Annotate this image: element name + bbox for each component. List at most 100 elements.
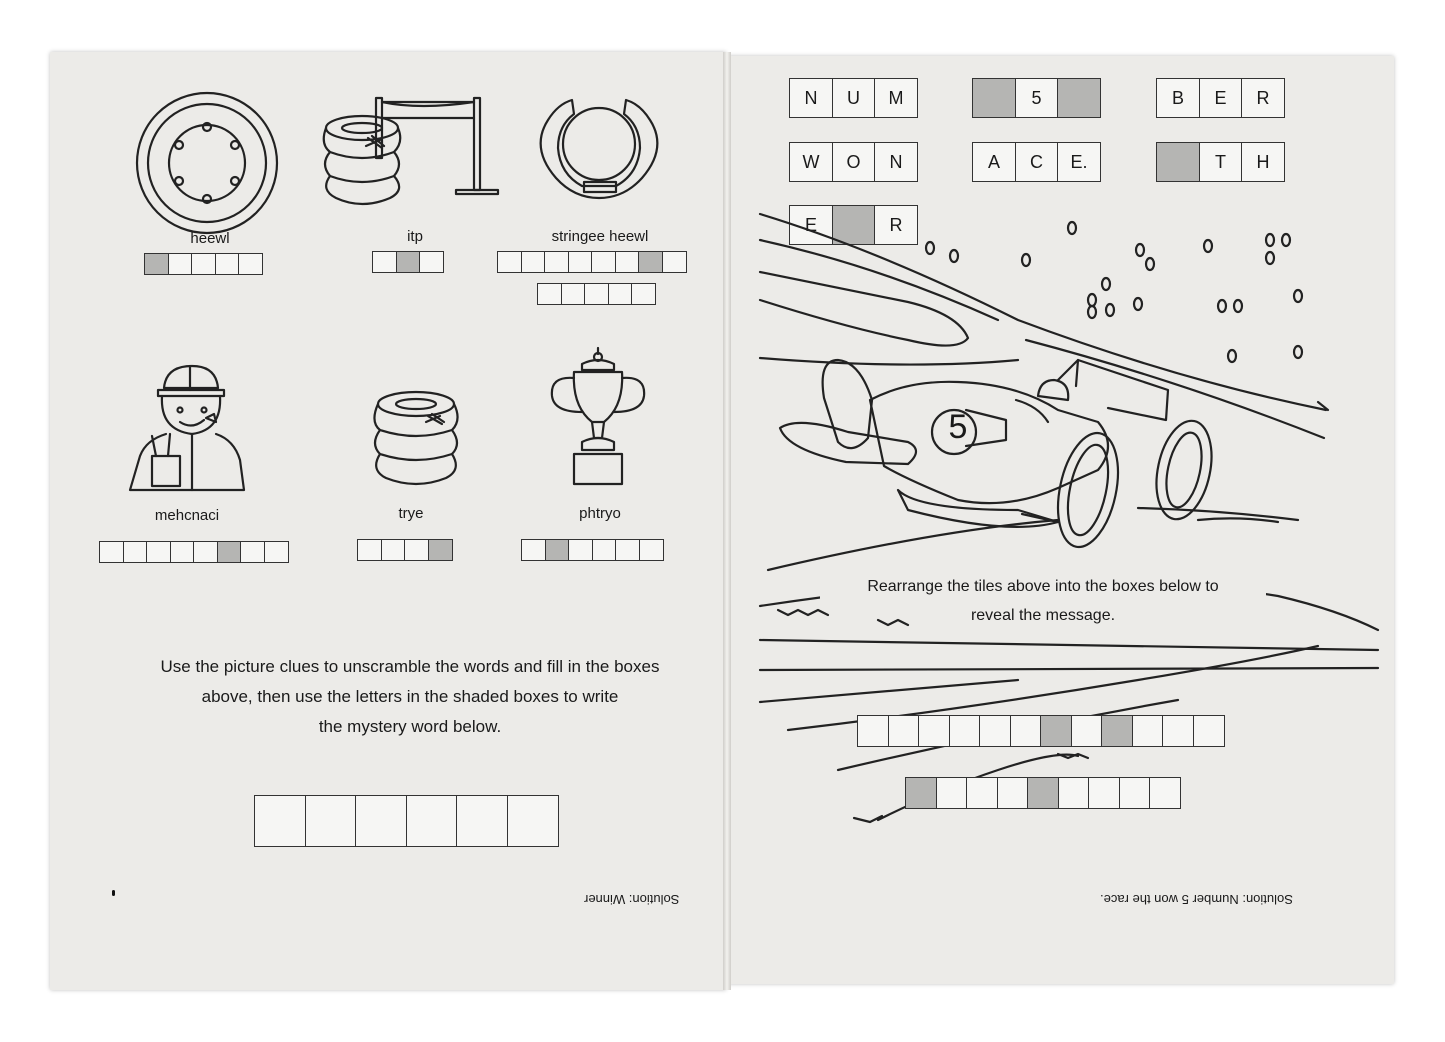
- answer-box[interactable]: [144, 253, 169, 275]
- answer-box[interactable]: [216, 541, 242, 563]
- answer-box[interactable]: [380, 539, 406, 561]
- answer-box[interactable]: [99, 541, 124, 563]
- answer-box[interactable]: [193, 541, 218, 563]
- mystery-word-boxes[interactable]: [254, 795, 559, 847]
- answer-box[interactable]: [1192, 715, 1225, 747]
- answer-box[interactable]: [948, 715, 981, 747]
- answer-box[interactable]: [405, 795, 458, 847]
- answer-box[interactable]: [521, 539, 546, 561]
- message-boxes-row-1[interactable]: [857, 715, 1225, 747]
- answer-boxes-5[interactable]: [357, 539, 453, 561]
- answer-box[interactable]: [191, 253, 216, 275]
- answer-box[interactable]: [167, 253, 193, 275]
- answer-box[interactable]: [506, 795, 559, 847]
- letter-tile-2[interactable]: 5: [972, 78, 1101, 118]
- book-spine: [723, 52, 731, 990]
- answer-box[interactable]: [238, 253, 263, 275]
- tile-cell: O: [831, 142, 876, 182]
- answer-box[interactable]: [263, 541, 289, 563]
- answer-box[interactable]: [122, 541, 148, 563]
- answer-box[interactable]: [214, 253, 240, 275]
- answer-box[interactable]: [979, 715, 1011, 747]
- answer-box[interactable]: [372, 251, 397, 273]
- answer-box[interactable]: [615, 539, 640, 561]
- answer-box[interactable]: [1070, 715, 1103, 747]
- answer-box[interactable]: [1149, 777, 1181, 809]
- answer-box[interactable]: [584, 283, 609, 305]
- answer-box[interactable]: [254, 795, 306, 847]
- answer-box[interactable]: [395, 251, 421, 273]
- answer-box[interactable]: [404, 539, 429, 561]
- answer-box[interactable]: [355, 795, 407, 847]
- answer-box[interactable]: [905, 777, 937, 809]
- answer-box[interactable]: [568, 539, 593, 561]
- answer-box[interactable]: [240, 541, 265, 563]
- ink-mark: [112, 890, 115, 896]
- answer-box[interactable]: [1118, 777, 1151, 809]
- clue-label-4: mehcnaci: [154, 507, 220, 524]
- answer-box[interactable]: [1101, 715, 1133, 747]
- answer-box[interactable]: [966, 777, 998, 809]
- answer-box[interactable]: [614, 251, 640, 273]
- answer-box[interactable]: [638, 539, 664, 561]
- right-solution-text: Solution: Number 5 won the race.: [1100, 892, 1293, 907]
- wheel-icon: [135, 91, 279, 235]
- tile-cell: [972, 78, 1016, 118]
- answer-box[interactable]: [591, 251, 616, 273]
- answer-box[interactable]: [419, 251, 444, 273]
- answer-box[interactable]: [537, 283, 562, 305]
- answer-box[interactable]: [638, 251, 663, 273]
- answer-box[interactable]: [607, 283, 633, 305]
- answer-box[interactable]: [497, 251, 522, 273]
- answer-box[interactable]: [560, 283, 586, 305]
- answer-box[interactable]: [935, 777, 968, 809]
- left-instructions-line-2: above, then use the letters in the shade…: [201, 687, 619, 706]
- tile-cell: U: [831, 78, 876, 118]
- answer-box[interactable]: [1162, 715, 1194, 747]
- answer-box[interactable]: [146, 541, 171, 563]
- answer-box[interactable]: [1027, 777, 1059, 809]
- message-boxes-row-2[interactable]: [905, 777, 1181, 809]
- crowd-dots: [924, 220, 1304, 364]
- answer-box[interactable]: [169, 541, 195, 563]
- answer-box[interactable]: [1009, 715, 1042, 747]
- answer-box[interactable]: [918, 715, 950, 747]
- answer-box[interactable]: [1040, 715, 1072, 747]
- tile-cell: E.: [1057, 142, 1101, 182]
- tile-cell: A: [972, 142, 1016, 182]
- left-instructions-line-1: Use the picture clues to unscramble the …: [160, 657, 660, 676]
- answer-box[interactable]: [1131, 715, 1164, 747]
- answer-box[interactable]: [661, 251, 687, 273]
- answer-boxes-4[interactable]: [99, 541, 289, 563]
- answer-box[interactable]: [1057, 777, 1090, 809]
- answer-boxes-3b[interactable]: [537, 283, 656, 305]
- answer-box[interactable]: [631, 283, 656, 305]
- answer-box[interactable]: [427, 539, 453, 561]
- answer-boxes-6[interactable]: [521, 539, 664, 561]
- answer-boxes-2[interactable]: [372, 251, 444, 273]
- answer-box[interactable]: [996, 777, 1029, 809]
- tile-cell: W: [789, 142, 833, 182]
- answer-box[interactable]: [456, 795, 508, 847]
- tile-cell: 5: [1014, 78, 1059, 118]
- answer-box[interactable]: [544, 539, 570, 561]
- clue-label-6: phtryo: [579, 505, 621, 522]
- answer-box[interactable]: [544, 251, 569, 273]
- answer-boxes-3[interactable]: [497, 251, 687, 273]
- answer-boxes-1[interactable]: [144, 253, 263, 275]
- answer-box[interactable]: [1088, 777, 1120, 809]
- tile-cell: R: [1241, 78, 1285, 118]
- answer-box[interactable]: [304, 795, 357, 847]
- answer-box[interactable]: [857, 715, 889, 747]
- answer-box[interactable]: [591, 539, 617, 561]
- answer-box[interactable]: [567, 251, 593, 273]
- answer-box[interactable]: [520, 251, 546, 273]
- answer-box[interactable]: [887, 715, 920, 747]
- answer-box[interactable]: [357, 539, 382, 561]
- tile-cell: [1057, 78, 1101, 118]
